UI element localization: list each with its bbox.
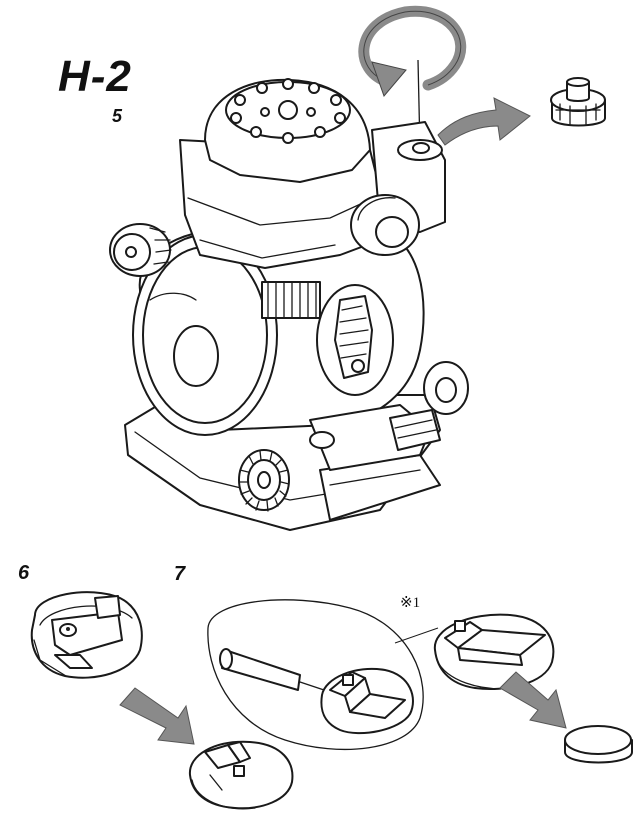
figure-title: H-2 [58,52,132,101]
device-body [109,78,469,531]
step7-magnified-oval [207,599,439,750]
step7-part-right [433,613,555,690]
step-label-5: 5 [112,106,123,126]
removed-knob [550,77,606,127]
removal-arrow-icon-step6 [119,687,195,745]
dome-holes [230,78,346,144]
step6-part-top [30,591,143,679]
removal-arrow-icon-step7 [499,671,567,729]
rotation-arrow-icon [358,5,467,151]
step-label-7: 7 [174,563,186,585]
step-label-6: 6 [18,562,30,584]
coin-battery [564,725,633,764]
note-mark: ※1 [400,595,421,611]
removal-arrow-icon-step5 [437,97,531,146]
step6-part-bottom [188,740,294,810]
bottom-gear [238,449,290,512]
